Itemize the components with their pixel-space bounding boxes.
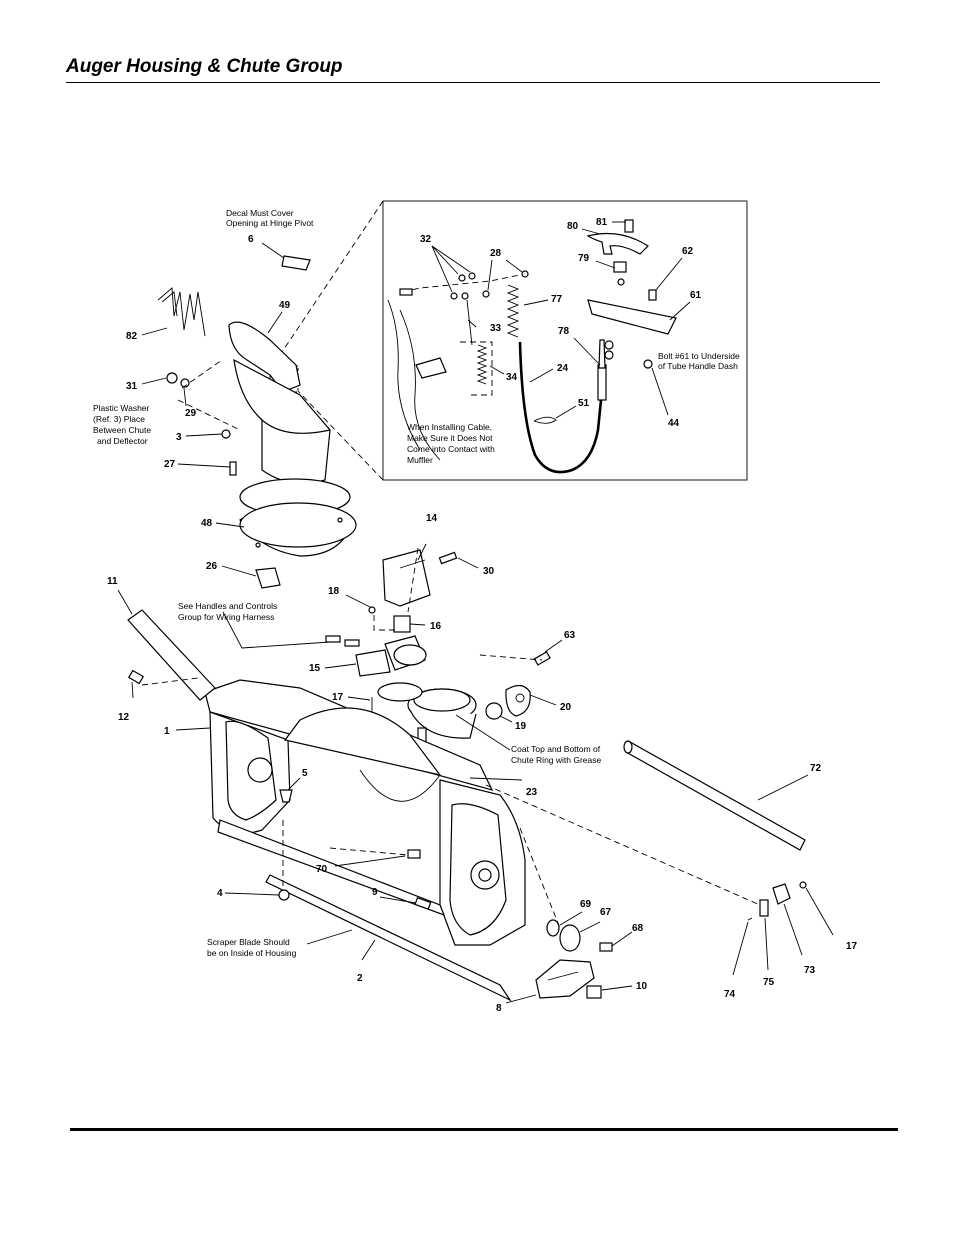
callout: 4: [217, 888, 223, 899]
callout: 31: [126, 381, 138, 392]
note-decal: Decal Must Cover Opening at Hinge Pivot: [226, 208, 314, 228]
callout: 30: [483, 566, 495, 577]
callout: 74: [724, 989, 736, 1000]
callout: 9: [372, 887, 378, 898]
callout: 48: [201, 518, 213, 529]
callout: 24: [557, 363, 569, 374]
note-washer: Plastic Washer (Ref. 3) Place Between Ch…: [93, 403, 154, 446]
callout: 78: [558, 326, 570, 337]
leader-lines: [117, 221, 834, 1004]
callout: 20: [560, 702, 572, 713]
callout: 62: [682, 246, 694, 257]
callout: 82: [126, 331, 138, 342]
callout: 34: [506, 372, 518, 383]
callout: 61: [690, 290, 702, 301]
callout: 23: [526, 787, 538, 798]
chute-control-assembly: [222, 549, 458, 677]
auger-housing: [127, 609, 613, 1002]
callout: 80: [567, 221, 579, 232]
page-title: Auger Housing & Chute Group: [66, 56, 343, 77]
callout: 33: [490, 323, 502, 334]
callout: 16: [430, 621, 442, 632]
callout: 26: [206, 561, 218, 572]
callout: 15: [309, 663, 321, 674]
callout: 75: [763, 977, 775, 988]
callout: 44: [668, 418, 680, 429]
callout: 77: [551, 294, 563, 305]
callout: 1: [164, 726, 170, 737]
note-bolt: Bolt #61 to Underside of Tube Handle Das…: [658, 351, 742, 371]
callout: 32: [420, 234, 432, 245]
callout: 14: [426, 513, 438, 524]
callout: 18: [328, 586, 340, 597]
discharge-chute-assembly: [157, 255, 357, 589]
callout: 69: [580, 899, 592, 910]
callout: 67: [600, 907, 612, 918]
drive-shaft: [623, 740, 807, 921]
callout: 49: [279, 300, 291, 311]
callout: 2: [357, 973, 363, 984]
note-scraper: Scraper Blade Should be on Inside of Hou…: [207, 937, 297, 958]
callout: 17: [332, 692, 344, 703]
cable-detail-inset: [269, 200, 748, 481]
footer-rule: [70, 1128, 898, 1131]
callout: 29: [185, 408, 197, 419]
callout: 28: [490, 248, 502, 259]
callout: 19: [515, 721, 527, 732]
callout: 81: [596, 217, 608, 228]
callout: 8: [496, 1003, 502, 1014]
callout: 51: [578, 398, 590, 409]
assembly-notes: Decal Must Cover Opening at Hinge Pivot …: [93, 208, 742, 958]
callout: 68: [632, 923, 644, 934]
callout: 63: [564, 630, 576, 641]
header-rule: [66, 82, 880, 83]
callout: 10: [636, 981, 648, 992]
callout: 17: [846, 941, 858, 952]
callout: 11: [107, 576, 118, 587]
callout: 73: [804, 965, 816, 976]
callout: 5: [302, 768, 308, 779]
callout: 72: [810, 763, 822, 774]
note-grease: Coat Top and Bottom of Chute Ring with G…: [511, 744, 603, 765]
note-handles: See Handles and Controls Group for Wirin…: [178, 601, 280, 622]
callout: 27: [164, 459, 176, 470]
callout-numbers: 6 49 82 31 29 3 27 48 26 11 12 1 5 4 70 …: [107, 217, 858, 1014]
callout: 12: [118, 712, 130, 723]
callout: 6: [248, 234, 254, 245]
inset-parts: [387, 219, 677, 474]
note-cable: When Installing Cable, Make Sure it Does…: [407, 422, 497, 465]
callout: 3: [176, 432, 182, 443]
callout: 79: [578, 253, 590, 264]
callout: 70: [316, 864, 328, 875]
